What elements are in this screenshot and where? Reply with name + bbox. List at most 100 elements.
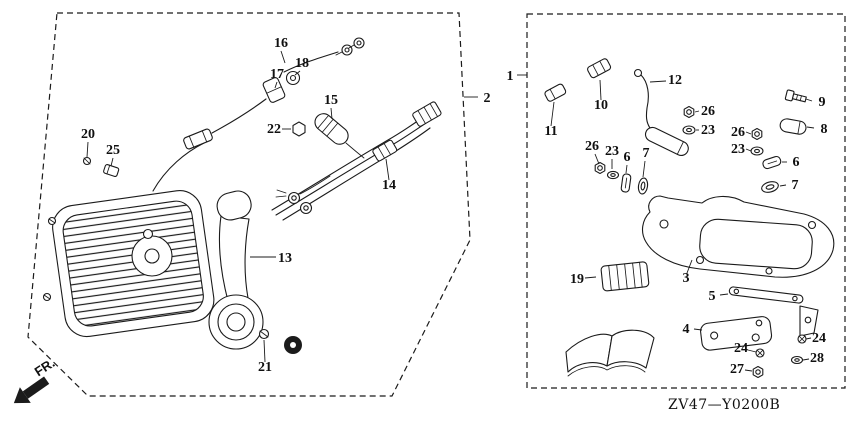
callout-26-a: 26 bbox=[694, 104, 715, 119]
callout-24-b: 24 bbox=[805, 331, 826, 346]
svg-text:26: 26 bbox=[701, 104, 715, 119]
callout-16: 16 bbox=[274, 36, 288, 64]
grommet bbox=[284, 336, 302, 354]
callout-27: 27 bbox=[730, 362, 753, 377]
callout-26-c: 26 bbox=[585, 139, 600, 165]
callouts: 16 17 18 15 22 20 25 14 bbox=[81, 36, 828, 377]
svg-text:26: 26 bbox=[731, 125, 745, 140]
callout-24-a: 24 bbox=[734, 341, 757, 356]
callout-6-b: 6 bbox=[782, 155, 800, 170]
clip-6-a bbox=[620, 173, 632, 193]
callout-7-b: 7 bbox=[779, 178, 799, 193]
washer-28 bbox=[790, 355, 804, 365]
fuse-holder bbox=[183, 128, 213, 150]
callout-21: 21 bbox=[258, 339, 272, 375]
bracket-4 bbox=[700, 316, 773, 351]
callout-3: 3 bbox=[683, 259, 693, 286]
bolt-27 bbox=[752, 365, 764, 379]
screw-24-b bbox=[797, 334, 807, 344]
connector-19 bbox=[600, 261, 650, 292]
screw-21 bbox=[258, 328, 270, 340]
panel-left-boundary bbox=[27, 12, 471, 397]
callout-20: 20 bbox=[81, 127, 95, 158]
owners-manual bbox=[565, 329, 655, 377]
svg-text:20: 20 bbox=[81, 127, 95, 142]
harness-connector bbox=[412, 101, 442, 127]
svg-text:17: 17 bbox=[270, 67, 284, 82]
callout-1: 1 bbox=[507, 69, 527, 84]
bracket-3 bbox=[641, 195, 835, 278]
callout-4: 4 bbox=[683, 322, 703, 337]
callout-13: 13 bbox=[250, 251, 292, 266]
connector-14 bbox=[372, 139, 398, 162]
svg-text:2: 2 bbox=[484, 91, 491, 106]
link-7-b bbox=[761, 181, 779, 193]
svg-text:6: 6 bbox=[624, 150, 631, 165]
svg-text:22: 22 bbox=[267, 122, 281, 137]
screw-20 bbox=[82, 156, 92, 166]
callout-12: 12 bbox=[649, 73, 682, 88]
svg-text:7: 7 bbox=[792, 178, 799, 193]
rod-12 bbox=[633, 68, 689, 157]
svg-text:27: 27 bbox=[730, 362, 744, 377]
svg-text:23: 23 bbox=[731, 142, 745, 157]
callout-5: 5 bbox=[709, 289, 729, 304]
nut-26-a bbox=[683, 105, 695, 119]
svg-text:28: 28 bbox=[810, 351, 824, 366]
clip-11 bbox=[544, 83, 567, 102]
clip-10 bbox=[587, 58, 612, 79]
harness-terminals bbox=[275, 189, 313, 215]
svg-text:23: 23 bbox=[605, 144, 619, 159]
ring-terminals bbox=[335, 37, 365, 56]
callout-28: 28 bbox=[802, 351, 824, 366]
screw-24-a bbox=[755, 348, 765, 358]
svg-text:21: 21 bbox=[258, 360, 272, 375]
link-7-a bbox=[637, 177, 649, 195]
svg-text:5: 5 bbox=[709, 289, 716, 304]
clip-6-b bbox=[762, 155, 782, 170]
callout-19: 19 bbox=[570, 272, 597, 287]
svg-text:25: 25 bbox=[106, 143, 120, 158]
callout-14: 14 bbox=[382, 158, 396, 193]
control-lever bbox=[208, 190, 264, 350]
control-box bbox=[52, 190, 215, 338]
panel-right-boundary bbox=[526, 13, 846, 389]
fr-arrow: FR. bbox=[13, 355, 58, 404]
svg-text:9: 9 bbox=[819, 95, 826, 110]
callout-11: 11 bbox=[544, 101, 558, 139]
nut-26-b bbox=[751, 127, 763, 141]
svg-text:19: 19 bbox=[570, 272, 584, 287]
callout-22: 22 bbox=[267, 122, 291, 137]
svg-text:24: 24 bbox=[812, 331, 826, 346]
washer-23-c bbox=[606, 170, 620, 180]
svg-text:24: 24 bbox=[734, 341, 748, 356]
washer-23-a bbox=[682, 125, 696, 135]
svg-text:6: 6 bbox=[793, 155, 800, 170]
clamp-25 bbox=[103, 164, 120, 177]
fr-label: FR. bbox=[32, 355, 58, 379]
svg-text:23: 23 bbox=[701, 123, 715, 138]
svg-text:4: 4 bbox=[683, 322, 690, 337]
callout-15: 15 bbox=[324, 93, 338, 120]
svg-text:18: 18 bbox=[295, 56, 309, 71]
callout-7-a: 7 bbox=[643, 146, 650, 178]
switch-body bbox=[262, 77, 286, 103]
callout-26-b: 26 bbox=[731, 125, 752, 140]
nut-22 bbox=[292, 121, 306, 137]
arm-5 bbox=[728, 286, 804, 304]
collar-8 bbox=[779, 118, 807, 135]
svg-text:10: 10 bbox=[594, 98, 608, 113]
callout-23-c: 23 bbox=[605, 144, 619, 169]
svg-text:1: 1 bbox=[507, 69, 514, 84]
callout-17: 17 bbox=[270, 67, 284, 89]
washer-23-b bbox=[750, 146, 764, 156]
connector-15 bbox=[314, 113, 349, 145]
svg-text:26: 26 bbox=[585, 139, 599, 154]
callout-23-b: 23 bbox=[731, 142, 752, 157]
svg-text:3: 3 bbox=[683, 271, 690, 286]
svg-text:8: 8 bbox=[821, 122, 828, 137]
svg-text:14: 14 bbox=[382, 178, 396, 193]
callout-25: 25 bbox=[106, 143, 120, 167]
